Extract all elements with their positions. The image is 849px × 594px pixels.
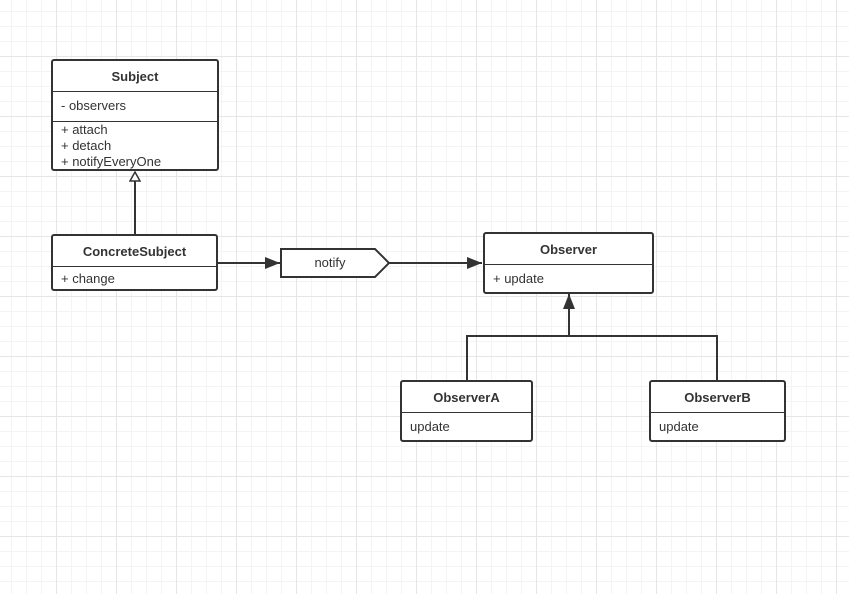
class-concretesubject-name: ConcreteSubject [53,236,216,267]
class-observerb-name: ObserverB [651,382,784,413]
class-observerb[interactable]: ObserverB update [649,380,786,442]
class-observer-operations: + update [485,265,652,287]
class-subject-attributes: - observers [53,92,217,121]
operation-notifyeveryone: + notifyEveryOne [61,154,162,169]
connector-observerb[interactable] [569,335,718,381]
operation-change: + change [61,271,115,286]
class-observer[interactable]: Observer + update [483,232,654,294]
class-concretesubject-operations: + change [53,267,216,287]
notify-message-label: notify [314,255,346,270]
operation-update: update [659,419,699,434]
operation-update: update [410,419,450,434]
class-observer-name: Observer [485,234,652,265]
connector-observera[interactable] [466,335,569,381]
class-subject[interactable]: Subject - observers + attach + detach + … [51,59,219,171]
class-subject-operations: + attach + detach + notifyEveryOne [53,121,217,169]
attribute-observers: - observers [61,98,127,113]
class-observerb-operations: update [651,413,784,435]
class-observera[interactable]: ObserverA update [400,380,533,442]
class-concretesubject[interactable]: ConcreteSubject + change [51,234,218,291]
operation-detach: + detach [61,138,112,153]
class-observera-operations: update [402,413,531,435]
operation-update: + update [493,271,544,286]
operation-attach: + attach [61,122,108,137]
class-subject-name: Subject [53,61,217,92]
notify-message-shape[interactable] [280,248,391,278]
class-observera-name: ObserverA [402,382,531,413]
